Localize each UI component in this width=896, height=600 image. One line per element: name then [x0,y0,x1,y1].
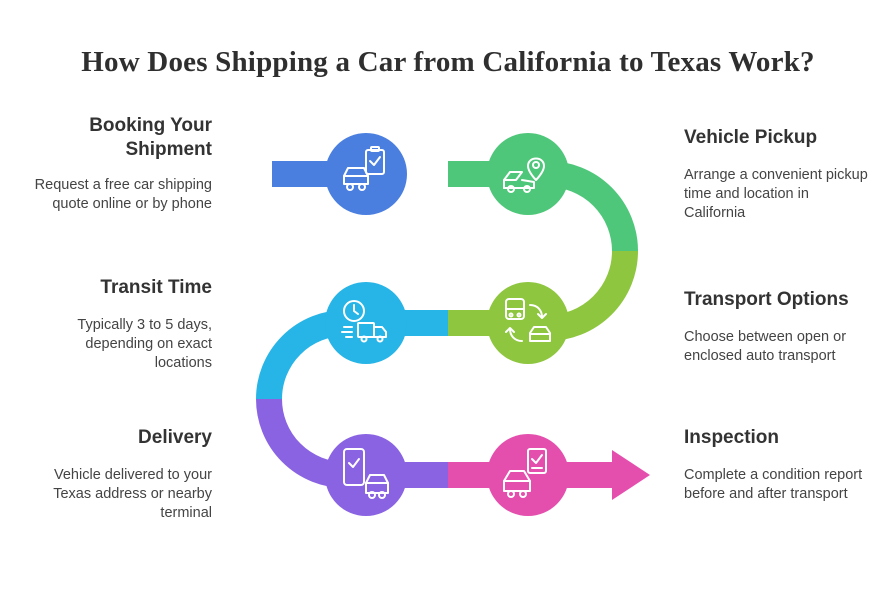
car-checklist-icon [503,448,547,498]
end-arrow [612,450,650,500]
step-transit-description: Typically 3 to 5 days, depending on exac… [77,317,212,371]
circle-delivery [325,434,407,516]
step-booking-title: Booking Your Shipment [89,115,212,160]
step-inspection-description: Complete a condition report before and a… [684,467,863,502]
phone-car-icon [343,448,389,499]
step-inspection: Inspection Complete a condition report b… [684,426,874,504]
clock-truck-icon [341,300,387,343]
step-transport-title: Transport Options [684,289,849,310]
step-pickup: Vehicle Pickup Arrange a convenient pick… [684,126,874,223]
circle-pickup [487,133,569,215]
car-location-pin-icon [503,157,545,193]
step-pickup-description: Arrange a convenient pickup time and loc… [684,167,868,221]
step-inspection-title: Inspection [684,427,780,448]
truck-car-exchange-icon [505,298,551,342]
step-pickup-title: Vehicle Pickup [684,127,818,148]
circle-inspection [487,434,569,516]
step-delivery-description: Vehicle delivered to your Texas address … [53,467,212,521]
step-transit: Transit Time Typically 3 to 5 days, depe… [0,276,212,373]
step-booking: Booking Your Shipment Request a free car… [0,114,212,214]
step-delivery: Delivery Vehicle delivered to your Texas… [0,426,212,523]
page-title: How Does Shipping a Car from California … [81,46,815,78]
step-transit-title: Transit Time [100,277,212,298]
step-delivery-title: Delivery [138,427,212,448]
circle-transport [487,282,569,364]
car-clipboard-icon [343,146,385,191]
step-booking-description: Request a free car shipping quote online… [34,177,212,212]
step-transport: Transport Options Choose between open or… [684,288,884,366]
step-transport-description: Choose between open or enclosed auto tra… [684,329,847,364]
